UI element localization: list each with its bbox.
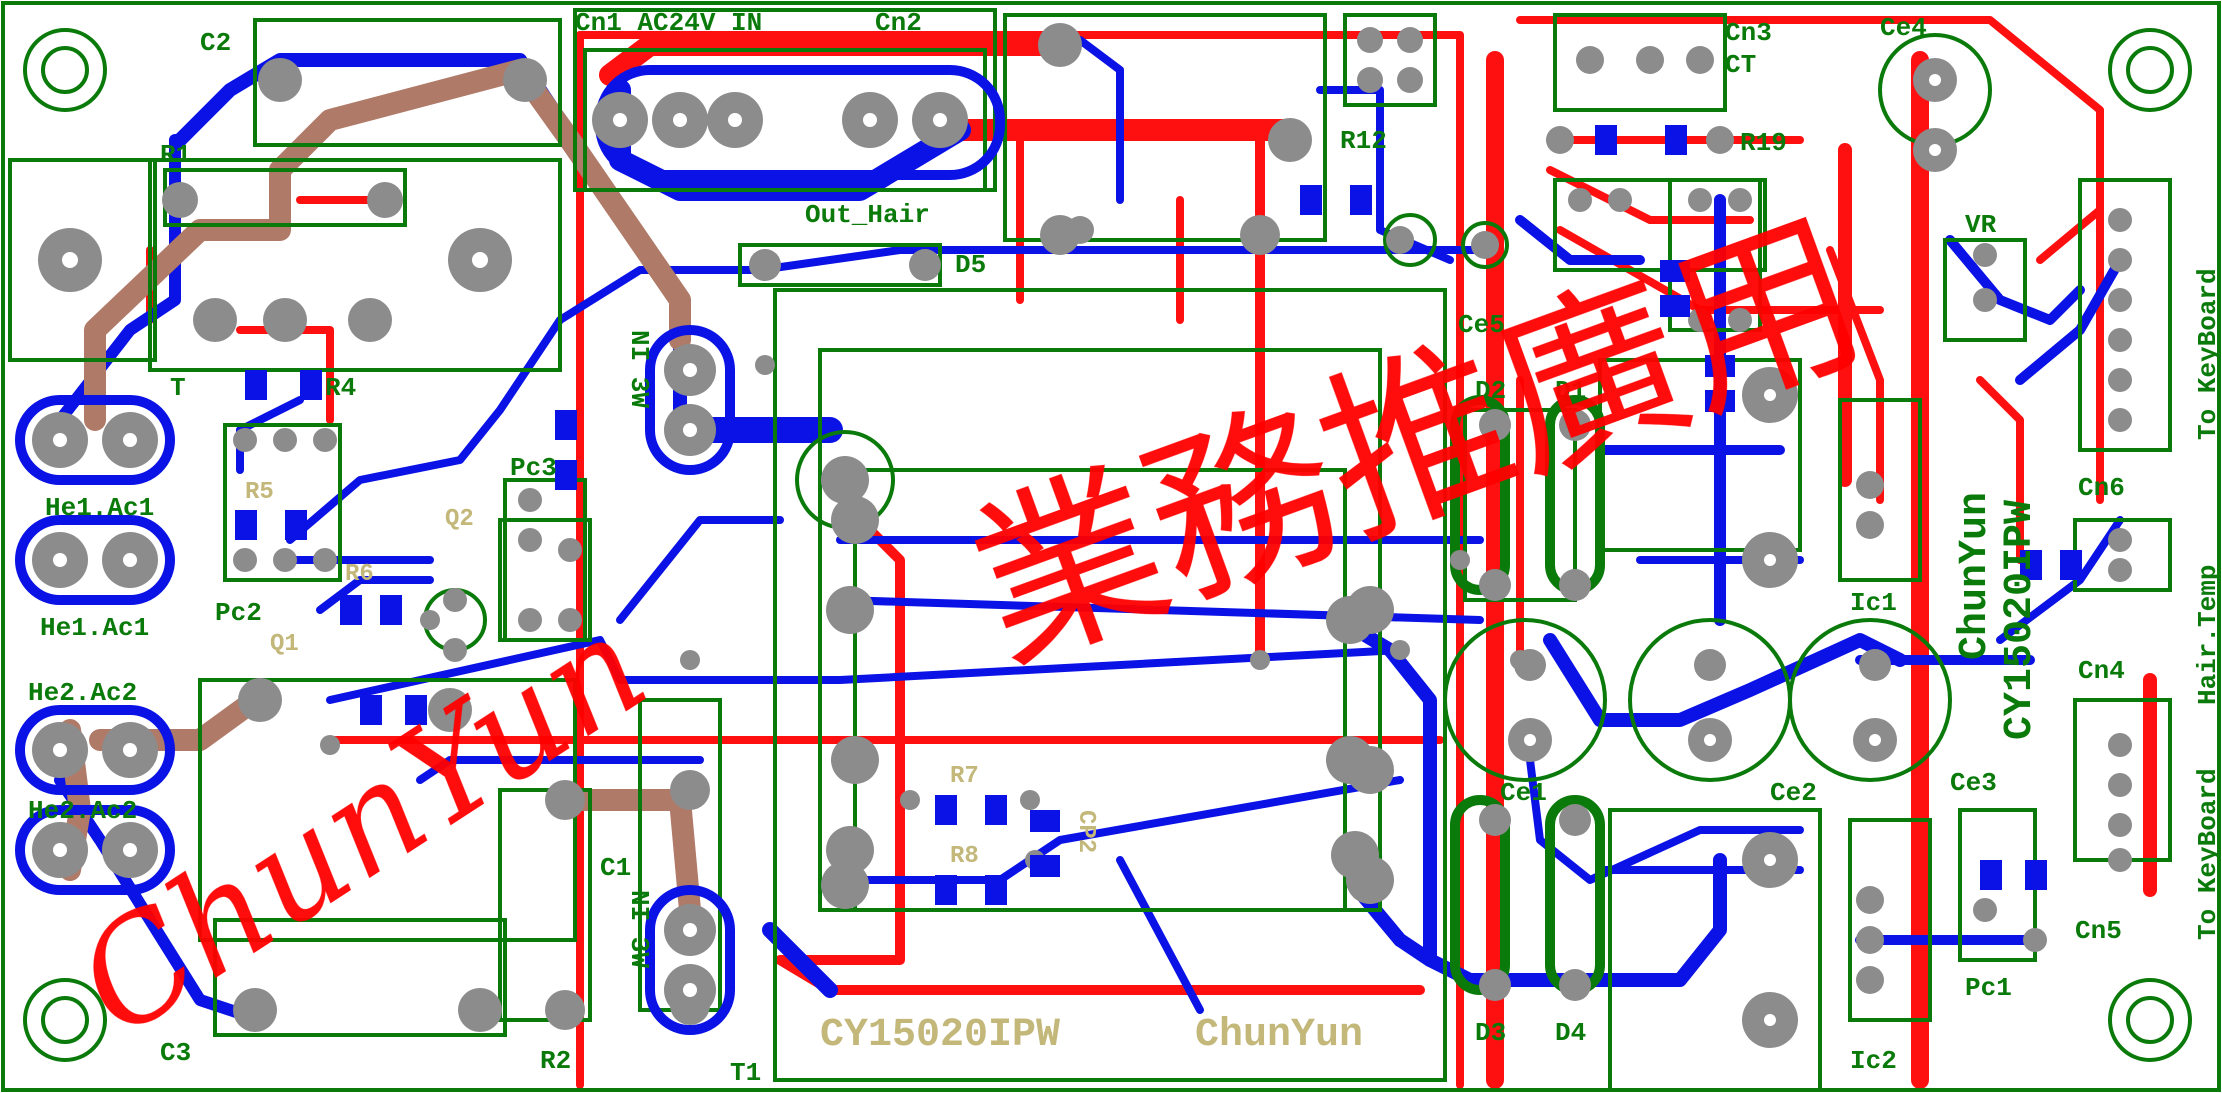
label-ni-3w-top: NI 3W <box>624 330 654 408</box>
label-r5: R5 <box>245 479 274 506</box>
label-r12: R12 <box>1340 126 1387 156</box>
label-r2: R2 <box>540 1046 571 1076</box>
label-d2: D2 <box>1475 376 1506 406</box>
top-copper-layer <box>146 16 2157 1089</box>
label-model-vertical: CY15020IPW <box>1998 500 2043 740</box>
bottom-silk-labels: R7 R8 CP2 R5 R6 Q1 Q2 CY15020IPW ChunYun <box>245 479 1363 1058</box>
label-ic2: Ic2 <box>1850 1046 1897 1076</box>
label-r8: R8 <box>950 843 979 870</box>
label-d5: D5 <box>955 250 986 280</box>
label-vr: VR <box>1965 210 1997 240</box>
label-ni-3w-bottom: NI 3W <box>624 890 654 968</box>
label-d4: D4 <box>1555 1018 1586 1048</box>
label-c1: C1 <box>600 853 631 883</box>
label-cn3: Cn3 <box>1725 18 1772 48</box>
label-cn2: Cn2 <box>875 8 922 38</box>
label-pc3: Pc3 <box>510 453 557 483</box>
label-c2: C2 <box>200 28 231 58</box>
label-he1-ac1-top: He1.Ac1 <box>45 493 154 523</box>
smd-resistor-pads <box>235 125 2082 905</box>
label-pc1: Pc1 <box>1965 973 2012 1003</box>
label-he2-ac2: He2.Ac2 <box>28 796 137 826</box>
label-cp2: CP2 <box>1072 810 1099 853</box>
label-q2: Q2 <box>445 506 474 533</box>
label-ce4: Ce4 <box>1880 13 1927 43</box>
label-hair-temp: Hair.Temp <box>2193 565 2222 705</box>
label-ce3: Ce3 <box>1950 768 1997 798</box>
label-brand-bottom: ChunYun <box>1195 1013 1363 1058</box>
label-ce2: Ce2 <box>1770 778 1817 808</box>
label-r7: R7 <box>950 763 979 790</box>
label-ce5: Ce5 <box>1458 310 1505 340</box>
label-out-hair: Out_Hair <box>805 200 930 230</box>
label-cn6: Cn6 <box>2078 473 2125 503</box>
label-cn1: Cn1 AC24V IN <box>575 8 762 38</box>
label-c3: C3 <box>160 1038 191 1068</box>
label-cn5: Cn5 <box>2075 916 2122 946</box>
label-r1: R1 <box>160 140 191 170</box>
label-brand-vertical: ChunYun <box>1953 492 1998 660</box>
label-t1: T1 <box>730 1058 761 1088</box>
component-labels: C2 Cn1 AC24V IN Cn2 Cn3 CT Ce4 R1 T R4 H… <box>28 8 2222 1088</box>
label-r19: R19 <box>1740 128 1787 158</box>
pads <box>15 23 2132 1048</box>
label-he1-ac1: He1.Ac1 <box>40 613 149 643</box>
label-d1: D1 <box>1555 376 1586 406</box>
label-d3: D3 <box>1475 1018 1506 1048</box>
label-pc2: Pc2 <box>215 598 262 628</box>
label-ic1: Ic1 <box>1850 588 1897 618</box>
label-he2-ac2-top: He2.Ac2 <box>28 678 137 708</box>
label-ct: CT <box>1725 50 1756 80</box>
label-q1: Q1 <box>270 631 299 658</box>
label-model-bottom: CY15020IPW <box>820 1013 1060 1058</box>
label-r6: R6 <box>345 561 374 588</box>
label-r4: R4 <box>325 373 356 403</box>
label-to-keyboard-2: To KeyBoard <box>2193 768 2222 940</box>
label-cn4: Cn4 <box>2078 656 2125 686</box>
label-ce1: Ce1 <box>1500 778 1547 808</box>
label-to-keyboard-1: To KeyBoard <box>2193 268 2222 440</box>
label-t: T <box>170 373 186 403</box>
